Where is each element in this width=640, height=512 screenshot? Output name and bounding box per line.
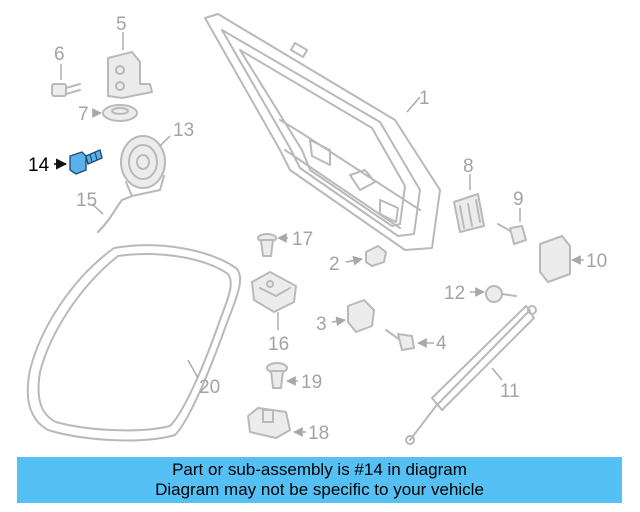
- callout-1: 1: [419, 88, 430, 109]
- callout-17: 17: [292, 229, 313, 250]
- callout-4: 4: [436, 333, 447, 354]
- part-19-pin: [266, 362, 298, 389]
- callout-11: 11: [500, 381, 520, 402]
- callout-19: 19: [301, 372, 322, 393]
- part-1-liftgate: [204, 13, 441, 251]
- part-10-cap: [539, 235, 584, 283]
- part-7-grommet: [92, 104, 138, 122]
- info-banner: Part or sub-assembly is #14 in diagram D…: [17, 457, 622, 503]
- banner-line-disclaimer: Diagram may not be specific to your vehi…: [155, 480, 484, 499]
- part-3-bumper: [331, 299, 375, 333]
- callout-6: 6: [54, 44, 65, 65]
- callout-2: 2: [329, 254, 340, 275]
- part-15-hose: [91, 195, 133, 233]
- part-2-switch: [345, 245, 387, 267]
- callout-20: 20: [199, 377, 220, 398]
- part-12-ball-stud: [470, 285, 517, 303]
- callout-15: 15: [76, 190, 97, 211]
- callout-10: 10: [586, 251, 607, 272]
- part-8-bracket: [453, 174, 485, 233]
- part-5-hinge: [107, 32, 153, 99]
- banner-line-part-number: Part or sub-assembly is #14 in diagram: [172, 460, 467, 479]
- part-17-clip: [257, 233, 288, 257]
- callout-16: 16: [268, 334, 289, 355]
- callout-9: 9: [513, 189, 524, 210]
- exploded-parts-diagram: 1 2 3 4 5 6 7 8 9 10 11 12 13 14 15 16 1…: [26, 13, 607, 445]
- callout-3: 3: [316, 314, 327, 335]
- callout-5: 5: [116, 14, 127, 35]
- part-4-bolt: [385, 329, 434, 351]
- part-11-gas-strut: [405, 305, 537, 445]
- callout-13: 13: [173, 120, 194, 141]
- callout-12: 12: [444, 283, 465, 304]
- part-14-bolt-highlighted: [54, 149, 103, 175]
- part-6-bolt: [51, 64, 81, 97]
- callout-14: 14: [28, 155, 50, 176]
- part-20-weatherstrip: [26, 244, 242, 442]
- part-9-screw: [497, 208, 527, 245]
- callout-8: 8: [463, 156, 474, 177]
- part-13-actuator: [120, 135, 171, 197]
- callout-7: 7: [78, 104, 89, 125]
- part-18-striker: [247, 407, 306, 439]
- part-16-latch: [251, 271, 297, 330]
- callout-18: 18: [308, 423, 329, 444]
